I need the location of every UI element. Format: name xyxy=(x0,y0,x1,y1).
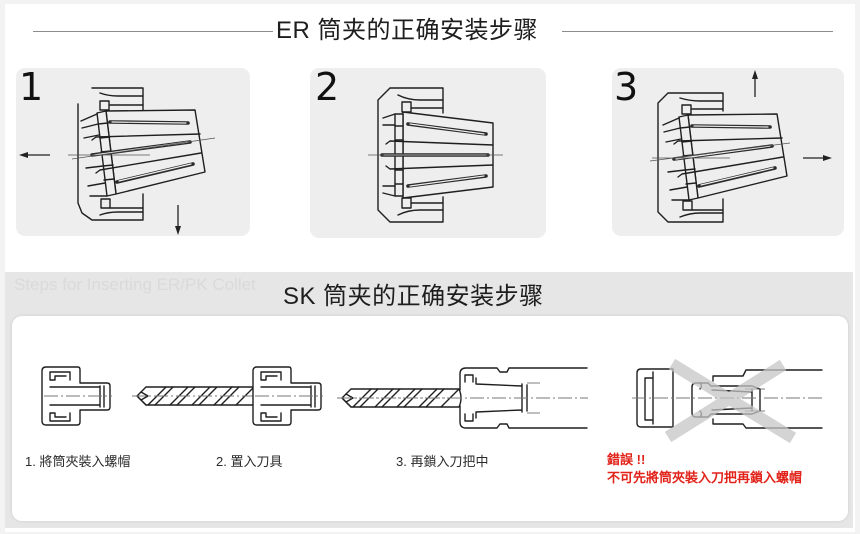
er-title-rule-left xyxy=(33,31,273,32)
er-section-title: ER 筒夹的正确安装步骤 xyxy=(276,17,539,44)
er-step-2-panel xyxy=(310,68,546,238)
sk-steps-card xyxy=(12,316,848,521)
sk-ghost-caption: Steps for Inserting ER/PK Collet xyxy=(14,275,256,294)
er-step-1-number: 1 xyxy=(19,65,44,109)
wrong-message: 不可先將筒夾裝入刀把再鎖入螺帽 xyxy=(607,470,803,485)
er-title-rule-right xyxy=(562,31,833,32)
er-step-3-panel xyxy=(612,68,844,236)
er-step-1-panel xyxy=(16,68,250,236)
er-step-3-number: 3 xyxy=(614,65,639,109)
sk-step-1-label: 1. 將筒夾裝入螺帽 xyxy=(25,454,131,469)
sk-step-2-label: 2. 置入刀具 xyxy=(216,454,283,469)
sk-step-3-label: 3. 再鎖入刀把中 xyxy=(396,454,489,469)
er-step-2-number: 2 xyxy=(315,65,340,109)
wrong-heading: 錯誤 !! xyxy=(607,452,646,467)
sk-section-title: SK 筒夹的正确安装步骤 xyxy=(283,283,544,310)
